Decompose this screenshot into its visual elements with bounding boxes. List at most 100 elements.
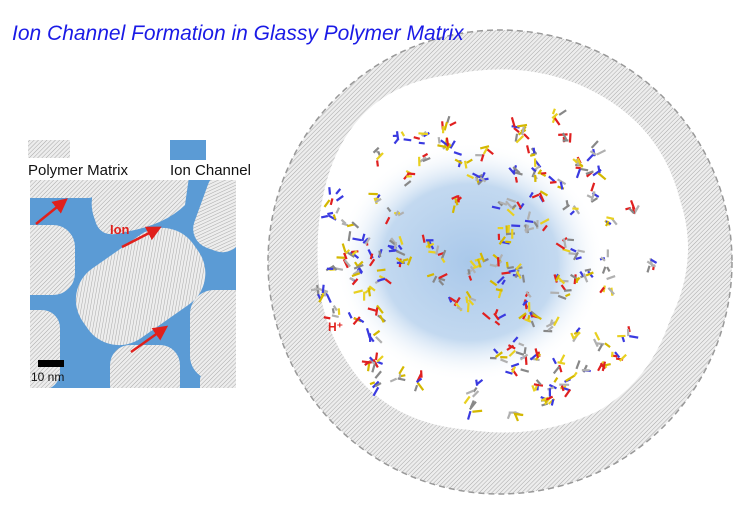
legend-ion-channel: Ion Channel <box>170 162 251 179</box>
molecule-icon <box>505 362 530 377</box>
molecule-icon <box>489 253 504 268</box>
molecule-icon <box>349 269 361 286</box>
molecule-icon <box>526 145 538 157</box>
molecule-icon <box>325 264 344 272</box>
molecule-icon <box>310 284 332 304</box>
molecule-icon <box>491 200 515 217</box>
molecule-icon <box>466 260 477 281</box>
molecule-icon <box>570 273 586 285</box>
molecule-icon <box>529 348 541 362</box>
molecule-icon <box>413 130 430 145</box>
molecule-icon <box>421 234 435 250</box>
molecule-icon <box>522 290 532 310</box>
molecule-icon <box>463 395 483 420</box>
molecule-icon <box>572 156 584 168</box>
molecule-icon <box>365 328 383 344</box>
molecule-icon <box>523 211 534 234</box>
channel-morphology-panel <box>30 180 236 388</box>
polymer-matrix-swatch <box>28 140 70 158</box>
zoomed-channel-view <box>267 29 733 495</box>
molecule-icon <box>579 268 594 283</box>
molecule-icon <box>599 249 611 274</box>
molecule-icon <box>352 233 371 246</box>
molecule-icon <box>572 360 591 378</box>
molecule-icon <box>369 370 382 397</box>
molecule-icon <box>610 351 627 362</box>
molecule-icon <box>353 285 376 301</box>
molecule-icon <box>361 352 384 373</box>
molecule-icon <box>512 263 526 283</box>
molecule-icon <box>553 273 569 285</box>
molecule-icon <box>550 284 572 300</box>
molecule-icon <box>646 257 658 273</box>
molecule-icon <box>347 311 365 326</box>
molecule-icon <box>323 305 341 320</box>
molecule-icon <box>465 290 477 313</box>
molecule-icon <box>597 360 611 372</box>
molecule-icon <box>543 316 560 333</box>
molecule-icon <box>466 172 489 183</box>
molecule-icon <box>475 145 494 162</box>
ion-label: Ion <box>110 222 130 237</box>
molecule-icon <box>418 152 431 167</box>
molecule-icon <box>562 200 581 216</box>
molecule-icon <box>340 218 360 242</box>
molecule-icon <box>570 327 581 343</box>
molecule-icon <box>528 190 549 203</box>
molecule-icon <box>320 207 341 221</box>
molecule-icon <box>413 370 425 392</box>
molecule-icon <box>341 243 358 269</box>
molecule-icon <box>586 182 600 203</box>
scale-bar <box>38 360 64 367</box>
ion-channel-swatch <box>170 140 206 160</box>
molecule-icon <box>437 136 452 151</box>
molecule-icon <box>395 256 413 268</box>
molecule-icon <box>585 165 607 181</box>
molecule-icon <box>388 239 406 257</box>
molecule-icon <box>515 347 529 365</box>
molecule-icon <box>392 131 412 145</box>
molecule-icon <box>323 187 344 208</box>
molecule-icon <box>540 388 555 406</box>
molecule-icon <box>625 199 640 215</box>
molecule-icon <box>558 132 572 143</box>
molecule-icon <box>506 410 524 422</box>
molecule-icon <box>403 169 416 187</box>
molecule-icon <box>453 151 473 169</box>
molecule-icon <box>604 216 618 227</box>
molecule-icon <box>511 125 530 144</box>
molecule-icon <box>524 218 550 232</box>
molecule-icon <box>568 247 585 261</box>
molecule-icon <box>506 197 525 211</box>
molecule-icon <box>555 237 575 253</box>
molecule-icon <box>530 158 547 182</box>
proton-label: H⁺ <box>328 320 343 334</box>
molecule-icon <box>497 224 521 239</box>
molecule-icon <box>508 164 523 183</box>
molecule-icon <box>428 245 447 264</box>
molecule-icon <box>531 379 544 392</box>
molecule-icon <box>441 115 457 134</box>
molecule-icon <box>510 116 528 136</box>
molecule-icon <box>472 252 489 270</box>
legend-polymer-matrix: Polymer Matrix <box>28 162 129 179</box>
molecule-icon <box>336 249 360 260</box>
molecule-icon <box>367 248 383 267</box>
molecule-icon <box>489 348 509 364</box>
molecule-icon <box>551 108 567 126</box>
diagram-title: Ion Channel Formation in Glassy Polymer … <box>12 22 464 45</box>
ion-arrows <box>35 198 169 354</box>
molecule-icon <box>481 308 507 326</box>
molecule-icon <box>599 275 616 296</box>
molecule-icon <box>372 146 384 167</box>
molecule-icon <box>518 312 542 323</box>
molecule-icon <box>465 378 484 398</box>
molecule-icon <box>552 354 566 375</box>
molecule-icon <box>586 140 607 162</box>
molecule-icon <box>389 365 406 383</box>
molecule-icon <box>506 336 525 357</box>
molecule-icon <box>384 206 405 225</box>
molecule-icon <box>451 195 463 214</box>
molecule-icon <box>374 268 392 285</box>
